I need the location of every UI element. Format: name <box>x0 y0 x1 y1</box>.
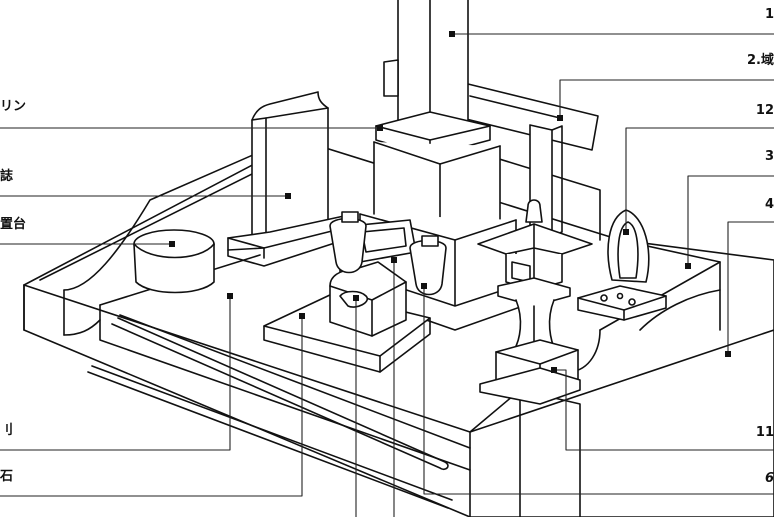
leader-11 <box>553 369 774 451</box>
label-4: 4 <box>764 197 774 212</box>
round-stand <box>133 229 215 294</box>
leader-3 <box>687 175 774 267</box>
stone-statue <box>577 209 667 321</box>
label-12: 12 <box>755 103 774 118</box>
leader-4 <box>727 221 774 355</box>
label-11: 11 <box>755 425 774 440</box>
label-epitaph: 誌 <box>0 169 14 184</box>
label-6: 6 <box>764 471 774 486</box>
label-2: 2.域 <box>747 53 774 68</box>
label-left-4: 刂 <box>0 423 14 438</box>
stone-lantern <box>477 199 593 405</box>
leader-l4 <box>0 295 231 451</box>
leader-6 <box>423 285 774 495</box>
leader-l5 <box>0 315 303 497</box>
label-stand: 置台 <box>0 217 27 232</box>
label-rin: リン <box>0 99 27 114</box>
leader-12 <box>625 127 774 233</box>
leader-2 <box>559 79 774 119</box>
leader-dots <box>169 31 731 373</box>
leader-lines <box>0 33 774 518</box>
label-3: 3 <box>764 149 774 164</box>
front-basin <box>263 211 447 373</box>
label-1: 1 <box>764 7 774 22</box>
label-left-5: 石 <box>0 469 14 484</box>
